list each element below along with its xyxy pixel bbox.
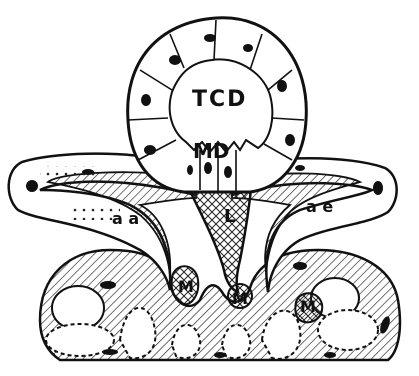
label-l: L — [224, 206, 235, 227]
label-m-center: M — [232, 289, 248, 308]
label-tcd: TCD — [192, 87, 247, 112]
bulb-nucleus-3 — [277, 80, 287, 92]
basal-nucleus-1 — [100, 281, 116, 289]
arm-right-nucleus-1 — [373, 181, 383, 195]
bulb-nucleus-7 — [144, 145, 156, 155]
label-md: MD — [193, 139, 230, 163]
bulb-nucleus-6 — [141, 94, 151, 106]
basal-nucleus-2 — [293, 262, 307, 270]
label-ae: a e — [306, 197, 333, 216]
arm-left-nucleus-2 — [82, 169, 94, 175]
arm-left-nucleus-1 — [26, 180, 38, 192]
arm-right-nucleus-2 — [295, 165, 305, 171]
basal-nucleus-4 — [102, 349, 118, 355]
label-m-left: M — [178, 277, 194, 296]
basal-nucleus-5 — [214, 352, 226, 358]
bulb-nucleus-9 — [224, 166, 232, 178]
bulb-nucleus-8 — [204, 162, 212, 174]
bulb-nucleus-1 — [204, 34, 216, 42]
basal-nucleus-6 — [324, 352, 336, 358]
bulb-nucleus-5 — [169, 55, 181, 65]
bulb-nucleus-10 — [187, 165, 193, 175]
basal-vesicle-right-2 — [318, 310, 378, 350]
label-m-right: M — [300, 297, 316, 316]
bulb-nucleus-2 — [243, 44, 253, 52]
bulb-nucleus-4 — [285, 134, 295, 146]
label-aa: a a — [112, 209, 139, 228]
